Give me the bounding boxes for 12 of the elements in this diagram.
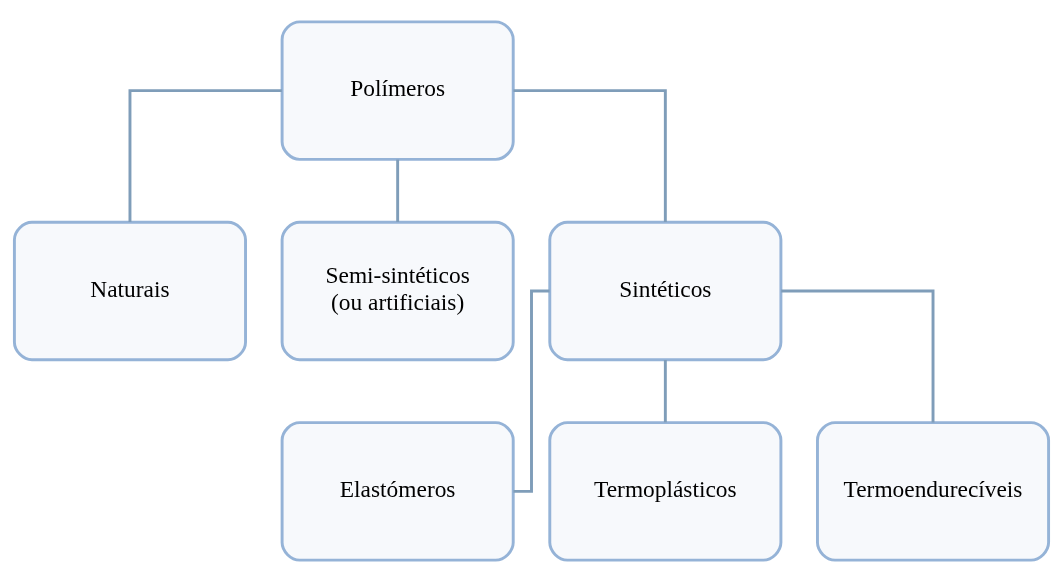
connector [396,159,400,222]
node-box: Elastómeros [280,420,515,562]
connector [781,289,935,422]
node-box: Sintéticos [548,220,783,361]
node-box: Termoendurecíveis [816,420,1051,562]
connector [663,359,667,422]
node-box: Termoplásticos [548,420,783,562]
connector [128,88,282,222]
node-box: Semi-sintéticos (ou artificiais) [280,220,515,361]
connector [513,88,667,222]
node-box: Polímeros [280,19,515,161]
node-box: Naturais [12,220,247,361]
